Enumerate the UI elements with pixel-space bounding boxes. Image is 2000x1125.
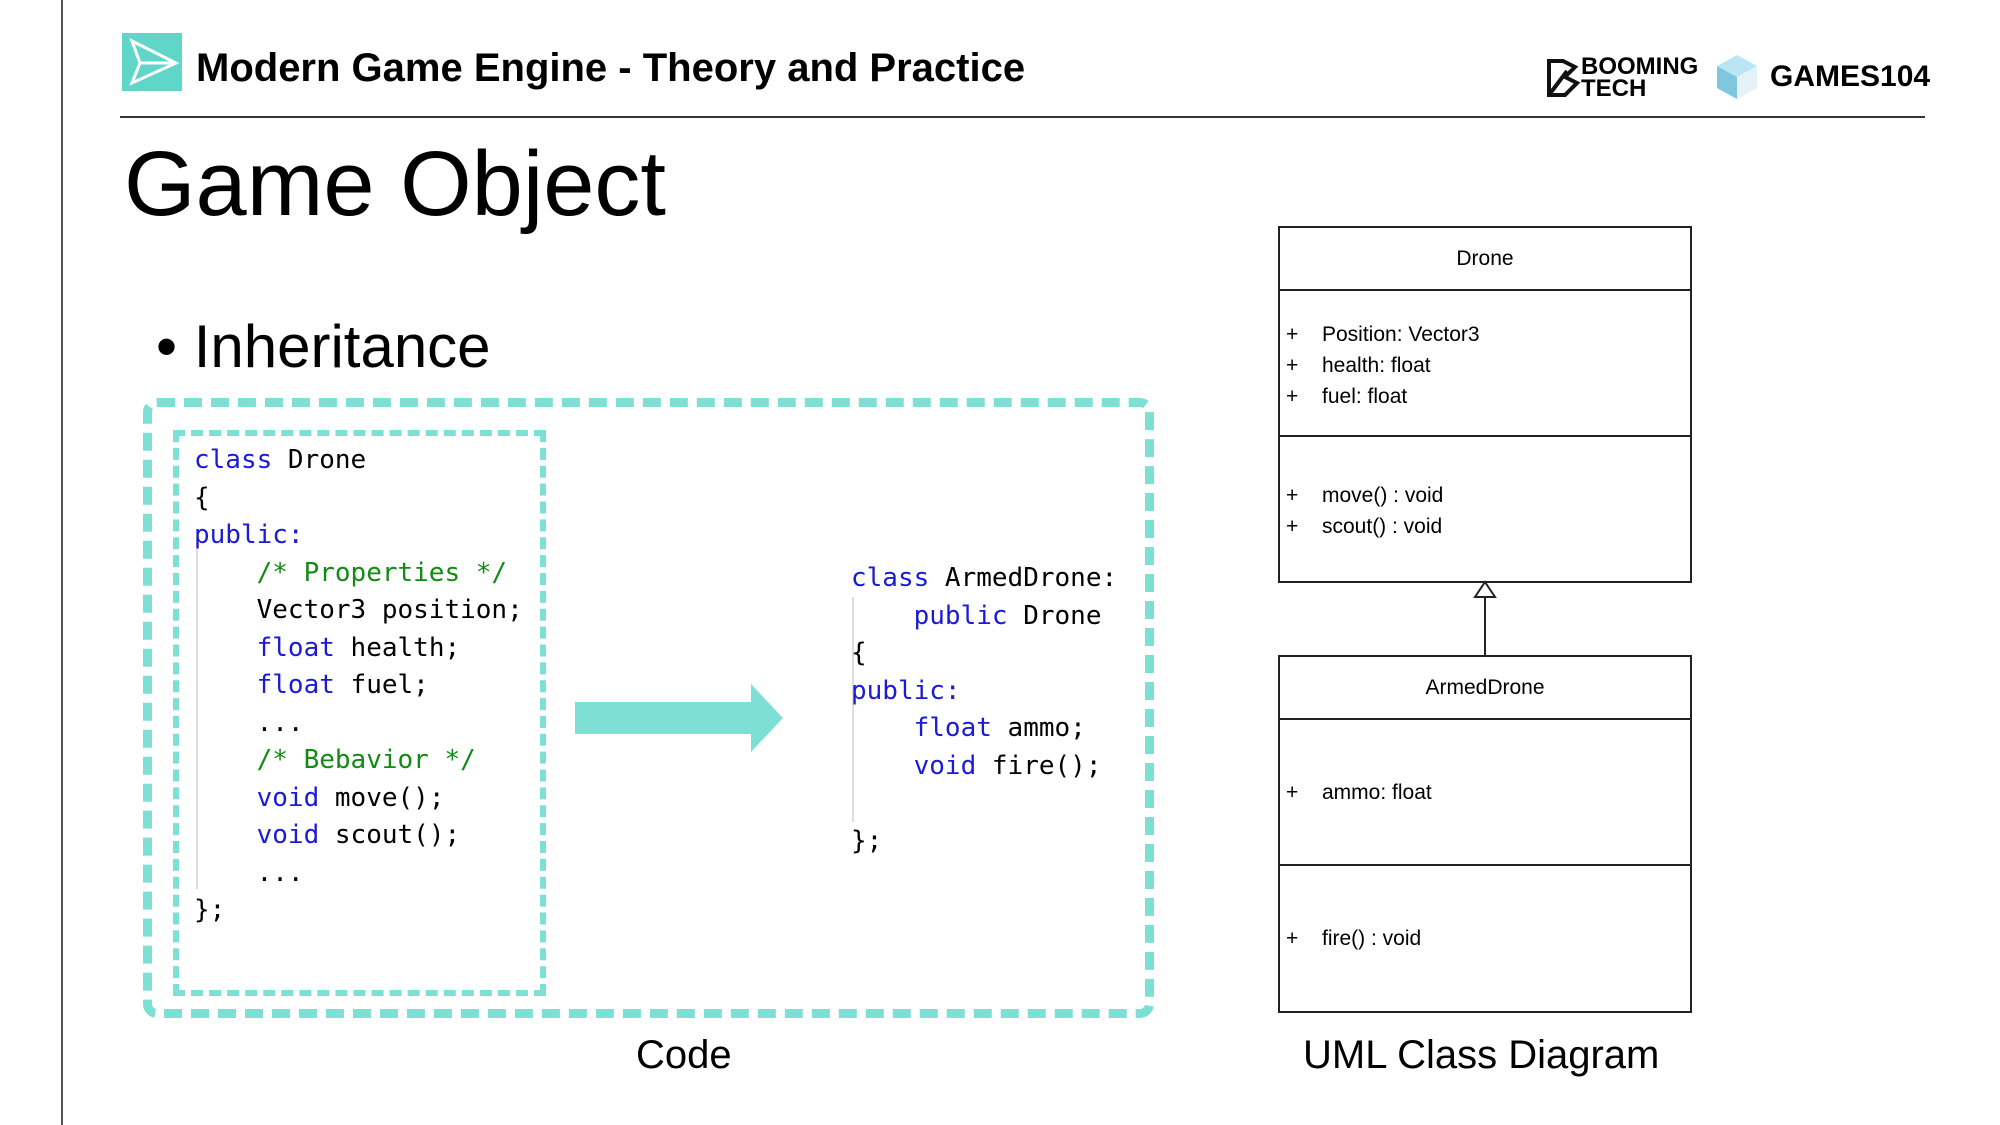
booming-tech-logo: BOOMING TECH [1545,53,1699,102]
base-code-box [173,430,546,996]
uml-methods: +move() : void +scout() : void [1280,437,1690,542]
code-line: void fire(); [913,750,1102,781]
uml-class-name: ArmedDrone [1425,676,1545,699]
uml-class-name: Drone [1456,247,1514,270]
uml-separator [1280,289,1690,291]
code-line: void move(); [256,782,445,813]
code-line: class ArmedDrone: [851,563,1118,593]
uml-attribute: +Position: Vector3 [1286,323,1480,346]
uml-method: +move() : void [1286,484,1444,507]
uml-class-drone: Drone +Position: Vector3 +health: float … [1278,226,1692,583]
uml-attributes: +Position: Vector3 +health: float +fuel:… [1280,291,1690,435]
inheritance-arrow-icon [1473,580,1497,656]
code-line: float health; [256,632,461,663]
code-line: }; [851,825,883,856]
code-line: ... [256,857,304,888]
derived-code-box [143,398,1154,1018]
arrow-right-icon [575,684,783,752]
cube-icon [1717,55,1757,99]
booming-text-line2: TECH [1581,75,1647,102]
armed-drone-class-code: class ArmedDrone: public Drone { public: f… [851,560,1117,860]
code-line: public Drone [913,600,1102,631]
code-line: }; [194,895,226,925]
course-title: Modern Game Engine - Theory and Practice [196,46,1026,90]
code-caption: Code [636,1033,732,1077]
code-line: void scout(); [256,820,461,850]
code-line: /* Properties */ [256,557,508,588]
code-line [851,785,1117,823]
booming-mark-icon [1547,59,1581,97]
course-logo-icon [122,33,182,91]
games104-logo: GAMES104 [1714,52,1930,102]
uml-attributes: +ammo: float [1280,720,1690,864]
code-line: float fuel; [256,670,429,700]
code-line: public: [194,520,304,550]
code-line: public: [851,675,961,706]
code-line: { [851,638,867,668]
code-line: float ammo; [913,713,1086,743]
left-border-line [61,0,63,1125]
slide-title: Game Object [124,133,666,235]
uml-separator [1280,864,1690,866]
uml-method: +scout() : void [1286,515,1443,538]
uml-separator [1280,718,1690,720]
uml-attribute: +health: float [1286,354,1431,377]
uml-attribute: +ammo: float [1286,780,1432,804]
booming-text-line1: BOOMING [1581,53,1699,80]
uml-caption: UML Class Diagram [1303,1033,1660,1077]
games104-text: GAMES104 [1770,60,1931,93]
uml-method: +fire() : void [1286,927,1422,950]
uml-separator [1280,435,1690,437]
bullet-text: Inheritance [193,313,491,380]
indent-guide [196,537,198,889]
code-line: class Drone [194,445,367,475]
code-line: /* Bebavior */ [256,745,476,775]
bullet-inheritance: • Inheritance [156,313,491,380]
code-line: ... [256,707,304,738]
code-line: Vector3 position; [256,595,523,625]
uml-methods: +fire() : void [1280,866,1690,1011]
header-divider [120,116,1925,118]
code-line: { [194,482,210,513]
uml-attribute: +fuel: float [1286,385,1408,408]
drone-class-code: class Drone { public: /* Properties */ Vec… [194,442,523,930]
uml-class-armed-drone: ArmedDrone +ammo: float +fire() : void [1278,655,1692,1013]
indent-guide [852,597,854,822]
